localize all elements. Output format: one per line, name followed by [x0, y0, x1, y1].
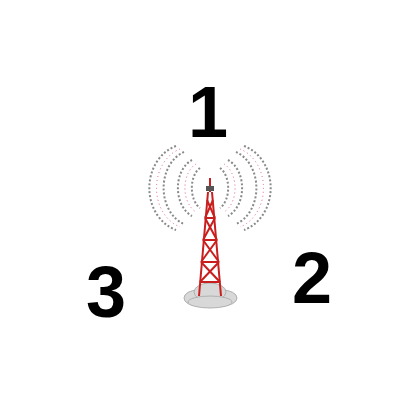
cell-number: 1 [188, 76, 228, 148]
cell-hexagon: 1 [108, 8, 305, 222]
cell-number: 3 [86, 256, 126, 328]
cell-hexagon: 3 [8, 180, 207, 390]
cell-number: 2 [292, 242, 332, 314]
cell-hexagon: 2 [207, 160, 400, 372]
